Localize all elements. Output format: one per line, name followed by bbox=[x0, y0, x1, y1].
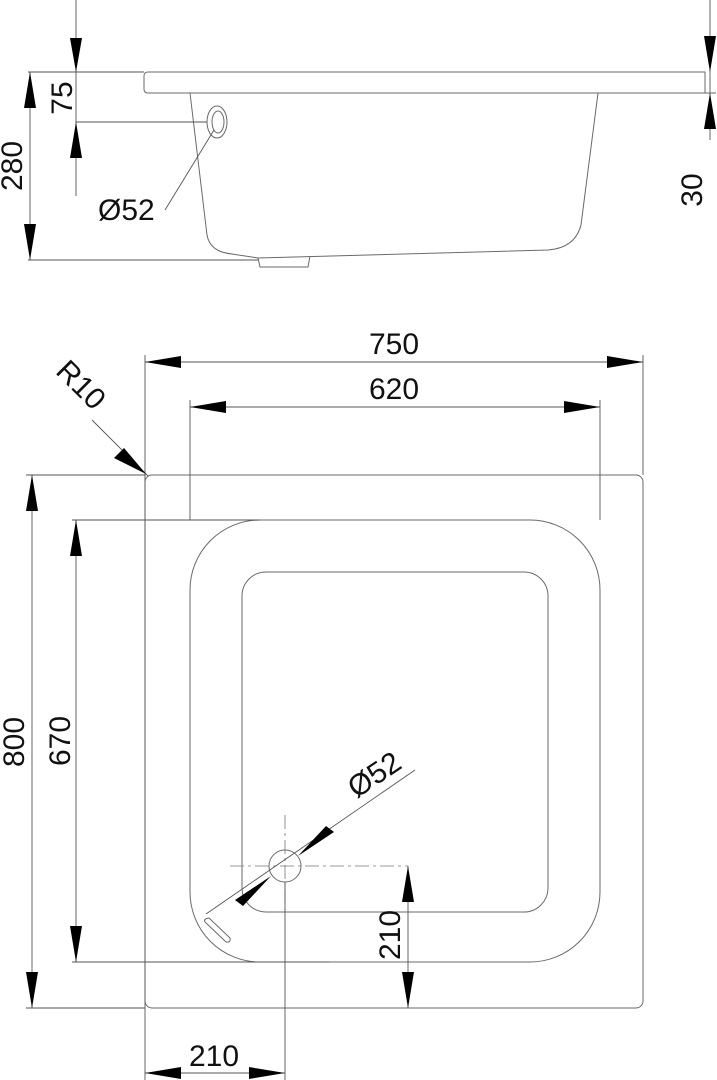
arrow-210h-right bbox=[249, 1067, 285, 1079]
arrow-30-top bbox=[704, 36, 716, 72]
top-view: 750 620 R10 800 670 Ø52 210 21 bbox=[0, 328, 644, 1080]
side-basin-outline bbox=[189, 92, 599, 259]
arrow-210v-bottom bbox=[402, 972, 414, 1008]
arrow-620-left bbox=[190, 401, 226, 413]
dim-label-drain: Ø52 bbox=[342, 746, 407, 805]
arrow-800-top bbox=[26, 475, 38, 511]
arrow-280-bottom bbox=[24, 224, 36, 260]
side-overflow-hole-inner bbox=[211, 110, 225, 134]
arrow-750-left bbox=[145, 356, 181, 368]
dim-label-overflow: Ø52 bbox=[98, 194, 155, 227]
arrow-30-bottom bbox=[704, 93, 716, 129]
arrow-210v-top bbox=[402, 866, 414, 902]
dim-label-280: 280 bbox=[0, 141, 29, 191]
dim-label-800: 800 bbox=[0, 717, 31, 767]
arrow-75-bottom bbox=[70, 122, 82, 158]
arrow-drain-lower bbox=[235, 876, 271, 906]
dim-label-620: 620 bbox=[369, 373, 419, 406]
dim-label-210-vertical: 210 bbox=[374, 910, 407, 960]
dim-label-210-horizontal: 210 bbox=[189, 1040, 239, 1073]
arrow-r10 bbox=[114, 448, 146, 474]
dim-label-30: 30 bbox=[676, 173, 709, 206]
arrow-210h-left bbox=[145, 1067, 181, 1079]
dim-label-75: 75 bbox=[46, 81, 79, 114]
arrow-800-bottom bbox=[26, 972, 38, 1008]
arrow-670-bottom bbox=[70, 926, 82, 962]
dim-label-670: 670 bbox=[44, 716, 77, 766]
leader-drain bbox=[205, 769, 416, 915]
dim-label-r10: R10 bbox=[50, 354, 112, 416]
side-rim bbox=[143, 71, 706, 94]
top-basin-floor bbox=[241, 571, 549, 913]
arrow-drain-upper bbox=[298, 826, 334, 856]
side-drain-stub bbox=[257, 255, 311, 268]
top-inner-basin bbox=[189, 519, 601, 963]
top-overflow bbox=[204, 917, 231, 943]
arrow-670-top bbox=[70, 520, 82, 556]
arrow-620-right bbox=[564, 401, 600, 413]
side-view: 75 280 30 Ø52 bbox=[0, 0, 716, 268]
arrow-280-top bbox=[24, 72, 36, 108]
arrow-750-right bbox=[607, 356, 643, 368]
arrow-75-top bbox=[70, 38, 82, 72]
leader-overflow bbox=[164, 129, 215, 211]
dim-label-750: 750 bbox=[369, 328, 419, 361]
